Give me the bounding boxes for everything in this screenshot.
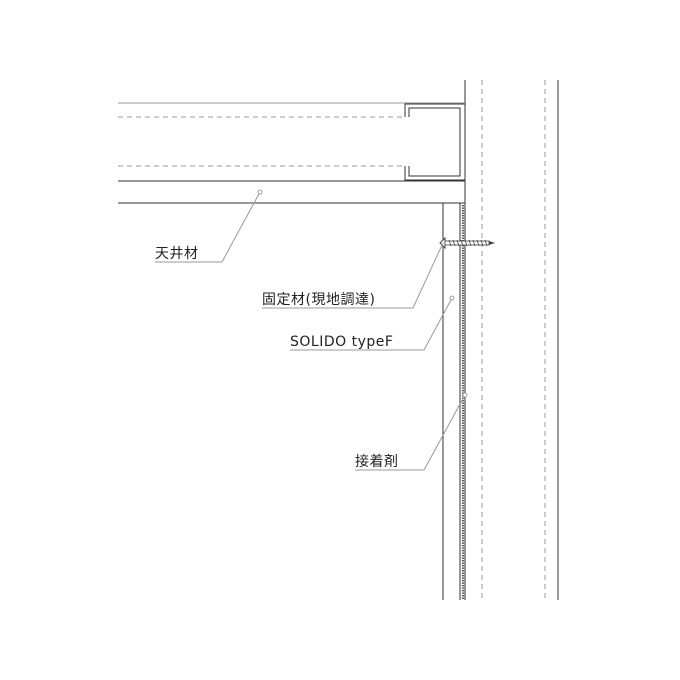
leader-ceiling xyxy=(155,189,263,263)
solido-panel xyxy=(442,203,461,600)
label-panel: SOLIDO typeF xyxy=(290,334,393,350)
wall-substrate xyxy=(464,80,559,600)
ceiling-channel xyxy=(118,102,466,181)
leader-panel xyxy=(290,295,455,351)
leader-fixing xyxy=(262,242,444,309)
label-adhesive: 接着剤 xyxy=(355,453,399,470)
ceiling-board xyxy=(118,180,466,204)
leader-adhesive xyxy=(355,392,468,471)
label-fixing-material: 固定材(現地調達) xyxy=(262,292,375,308)
label-ceiling-material: 天井材 xyxy=(155,246,199,262)
screw-icon xyxy=(439,236,495,250)
